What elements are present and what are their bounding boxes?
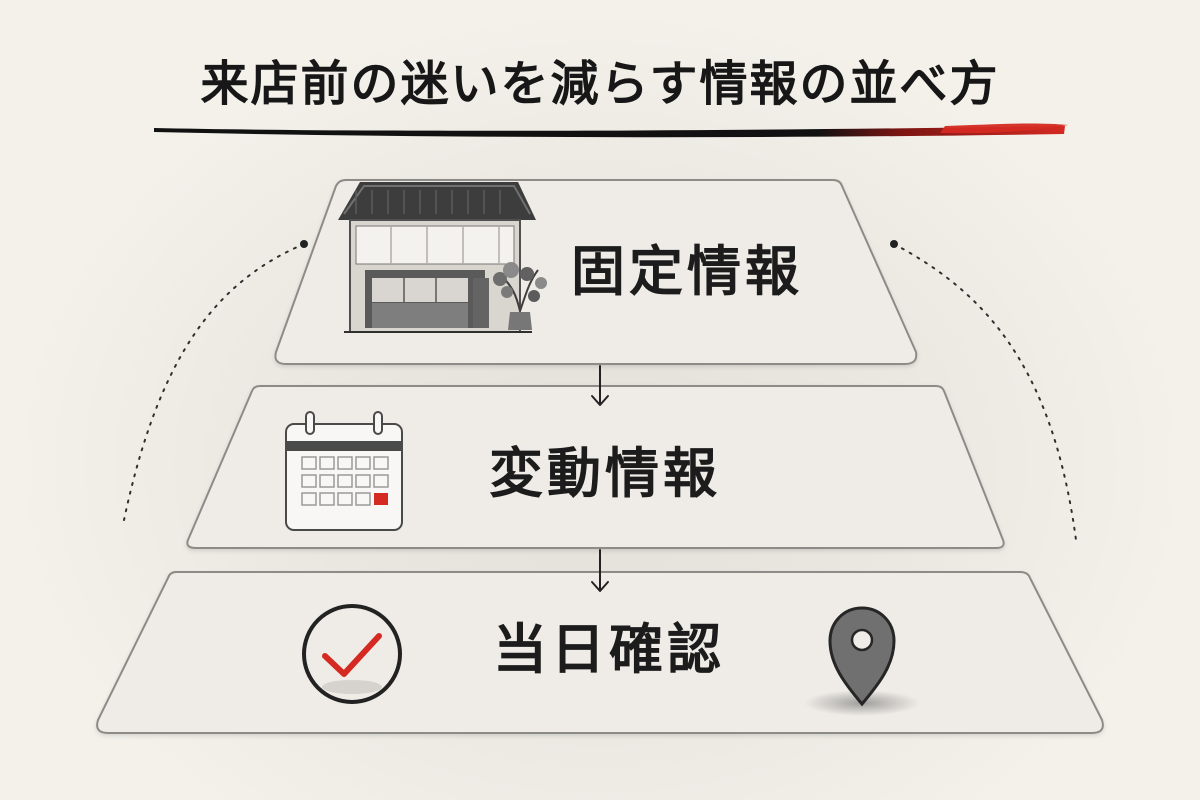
calendar-icon xyxy=(285,411,403,531)
tier-label-fixed-info: 固定情報 xyxy=(571,239,803,303)
right-arc-endpoint xyxy=(890,240,898,248)
down-arrow-1 xyxy=(591,365,609,406)
checkmark-icon xyxy=(302,604,402,704)
page-title: 来店前の迷いを減らす情報の並べ方 xyxy=(200,56,1000,112)
left-dotted-arc xyxy=(123,243,305,521)
left-arc-endpoint xyxy=(300,240,308,248)
storefront-icon xyxy=(338,182,547,333)
tier-label-variable-info: 変動情報 xyxy=(489,441,721,505)
right-dotted-arc xyxy=(893,243,1077,541)
title-underline xyxy=(154,126,1065,138)
location-pin-icon xyxy=(804,606,920,716)
title-underline-red-accent xyxy=(940,123,1068,134)
down-arrow-2 xyxy=(591,549,609,592)
tier-label-day-check: 当日確認 xyxy=(493,617,725,681)
